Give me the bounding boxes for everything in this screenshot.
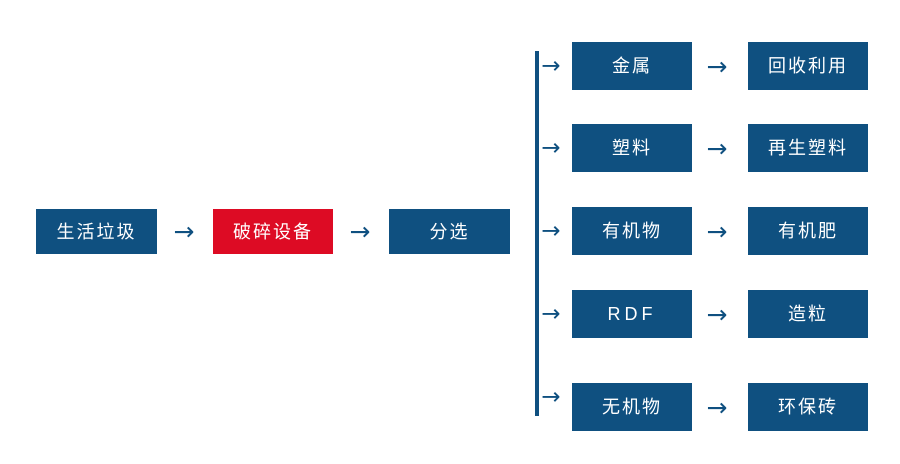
node-crushing-equipment[interactable]: 破碎设备 xyxy=(213,209,333,254)
arrow-right-icon-branch-5: → xyxy=(706,392,728,422)
arrow-right-icon-chain-1: → xyxy=(173,216,195,246)
node-label: RDF xyxy=(607,304,657,324)
node-household-waste[interactable]: 生活垃圾 xyxy=(36,209,157,254)
arrow-right-icon-branch-1: → xyxy=(706,51,728,81)
node-material-plastic[interactable]: 塑料 xyxy=(572,124,692,172)
node-label: 塑料 xyxy=(612,138,652,158)
node-product-organic-fertilizer[interactable]: 有机肥 xyxy=(748,207,868,255)
branch-connector-line xyxy=(535,51,539,416)
arrow-right-icon-branch-3: → xyxy=(706,216,728,246)
branch-arrow-icon-2: → xyxy=(541,134,561,161)
node-label: 分选 xyxy=(429,221,470,242)
node-product-granulation[interactable]: 造粒 xyxy=(748,290,868,338)
arrow-right-icon-branch-4: → xyxy=(706,299,728,329)
node-product-recycled-plastic[interactable]: 再生塑料 xyxy=(748,124,868,172)
branch-arrow-icon-1: → xyxy=(541,52,561,79)
node-label: 金属 xyxy=(612,56,652,76)
branch-arrow-icon-4: → xyxy=(541,300,561,327)
node-product-eco-brick[interactable]: 环保砖 xyxy=(748,383,868,431)
node-material-metal[interactable]: 金属 xyxy=(572,42,692,90)
node-material-rdf[interactable]: RDF xyxy=(572,290,692,338)
node-material-inorganic[interactable]: 无机物 xyxy=(572,383,692,431)
node-label: 有机肥 xyxy=(778,221,838,241)
node-label: 再生塑料 xyxy=(768,138,848,158)
node-material-organic[interactable]: 有机物 xyxy=(572,207,692,255)
node-label: 有机物 xyxy=(602,221,662,241)
node-label: 环保砖 xyxy=(778,397,838,417)
arrow-right-icon-branch-2: → xyxy=(706,133,728,163)
branch-arrow-icon-3: → xyxy=(541,217,561,244)
node-sorting[interactable]: 分选 xyxy=(389,209,510,254)
node-label: 回收利用 xyxy=(768,56,848,76)
branch-arrow-icon-5: → xyxy=(541,383,561,410)
node-label: 破碎设备 xyxy=(233,221,313,242)
node-label: 造粒 xyxy=(788,304,828,324)
node-label: 生活垃圾 xyxy=(56,221,137,242)
arrow-right-icon-chain-2: → xyxy=(349,216,371,246)
node-label: 无机物 xyxy=(602,397,662,417)
node-product-recycling[interactable]: 回收利用 xyxy=(748,42,868,90)
